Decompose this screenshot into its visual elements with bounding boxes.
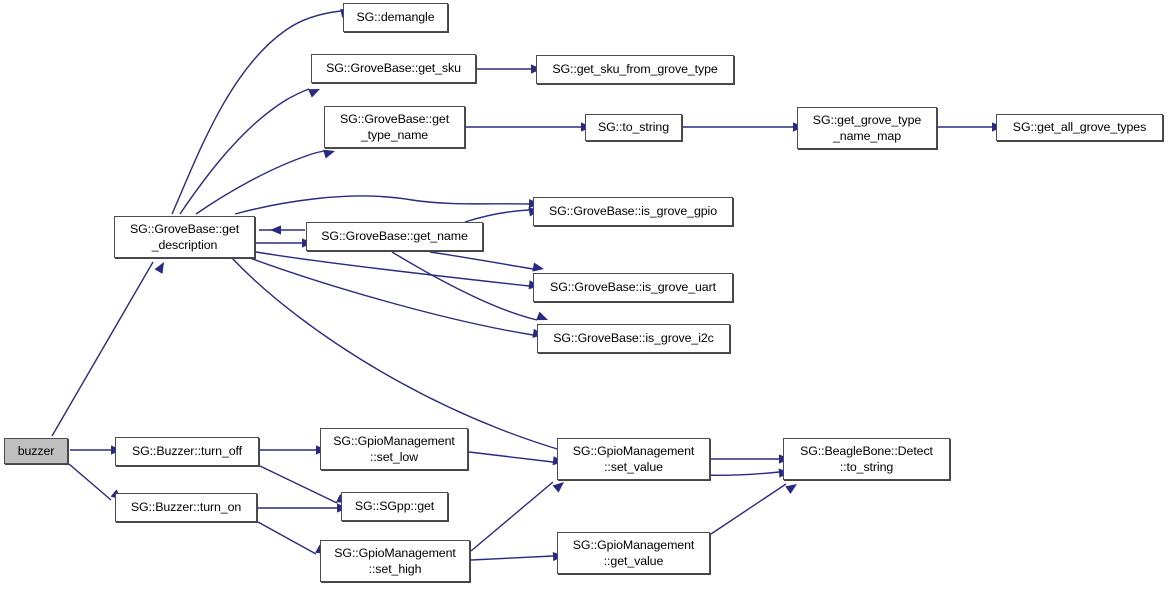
graph-node-to_string_sg[interactable]: SG::to_string [585, 114, 682, 141]
edge-arrowhead [270, 225, 281, 235]
graph-node-set_low[interactable]: SG::GpioManagement ::set_low [320, 428, 468, 470]
graph-edge-set_high-to-set_value [470, 481, 564, 552]
graph-node-get_name[interactable]: SG::GroveBase::get_name [306, 222, 483, 251]
graph-node-label: SG::demangle [356, 10, 435, 25]
graph-node-label: SG::GpioManagement ::get_value [572, 537, 695, 569]
graph-edge-buzzer-to-get_description [51, 261, 164, 437]
graph-node-label: SG::GroveBase::get _type_name [339, 111, 450, 143]
graph-node-get_sku[interactable]: SG::GroveBase::get_sku [311, 54, 476, 83]
graph-node-label: buzzer [17, 443, 55, 458]
graph-node-get_all_grove_types[interactable]: SG::get_all_grove_types [996, 114, 1163, 141]
graph-node-get_type_name[interactable]: SG::GroveBase::get _type_name [324, 106, 465, 148]
graph-node-demangle[interactable]: SG::demangle [343, 3, 448, 32]
graph-node-label: SG::get_sku_from_grove_type [552, 62, 718, 77]
graph-node-buzzer[interactable]: buzzer [4, 438, 68, 464]
graph-node-label: SG::GroveBase::get _description [129, 221, 240, 253]
graph-node-set_high[interactable]: SG::GpioManagement ::set_high [320, 540, 470, 582]
graph-node-get_grove_type_map[interactable]: SG::get_grove_type _name_map [797, 107, 937, 149]
graph-node-is_grove_gpio[interactable]: SG::GroveBase::is_grove_gpio [533, 197, 733, 226]
graph-edge-get_name-to-is_grove_uart [429, 251, 544, 272]
graph-node-get_value[interactable]: SG::GpioManagement ::get_value [557, 532, 710, 574]
graph-node-label: SG::GroveBase::get_name [321, 229, 468, 244]
graph-node-is_grove_i2c[interactable]: SG::GroveBase::is_grove_i2c [537, 324, 730, 353]
edge-arrowhead [536, 311, 548, 321]
graph-node-turn_on[interactable]: SG::Buzzer::turn_on [115, 493, 257, 522]
graph-edge-get_description-to-get_type_name [195, 149, 335, 215]
graph-node-set_value[interactable]: SG::GpioManagement ::set_value [557, 438, 710, 480]
graph-node-label: SG::to_string [597, 120, 669, 135]
graph-node-get_description[interactable]: SG::GroveBase::get _description [114, 216, 255, 258]
graph-node-label: SG::GpioManagement ::set_value [572, 443, 695, 475]
edge-arrowhead [154, 262, 164, 274]
graph-edge-get_name-to-get_description [259, 225, 305, 235]
graph-node-label: SG::Buzzer::turn_on [130, 500, 242, 515]
graph-node-is_grove_uart[interactable]: SG::GroveBase::is_grove_uart [533, 273, 733, 302]
graph-node-label: SG::get_grove_type _name_map [812, 112, 922, 144]
graph-node-label: SG::GroveBase::is_grove_uart [550, 280, 716, 295]
edge-arrowhead [323, 149, 335, 159]
edge-arrowhead [552, 482, 564, 493]
edge-arrowhead [785, 484, 797, 494]
graph-node-bb_to_string[interactable]: SG::BeagleBone::Detect ::to_string [783, 438, 950, 480]
graph-edge-get_value-to-bb_to_string [710, 483, 797, 535]
graph-node-label: SG::GroveBase::is_grove_gpio [548, 204, 717, 219]
graph-node-label: SG::GpioManagement ::set_low [333, 433, 455, 465]
graph-node-label: SG::SGpp::get [354, 499, 435, 514]
graph-node-label: SG::GpioManagement ::set_high [334, 545, 456, 577]
graph-node-get_sku_from_grove[interactable]: SG::get_sku_from_grove_type [536, 55, 734, 84]
graph-edge-get_name-to-is_grove_i2c [391, 251, 548, 321]
edge-arrowhead [532, 262, 544, 272]
graph-node-turn_off[interactable]: SG::Buzzer::turn_off [115, 437, 259, 466]
graph-node-sgpp_get[interactable]: SG::SGpp::get [341, 492, 448, 521]
graph-node-label: SG::GroveBase::get_sku [326, 61, 461, 76]
graph-node-label: SG::get_all_grove_types [1012, 120, 1147, 135]
graph-node-label: SG::Buzzer::turn_off [131, 444, 243, 459]
graph-node-label: SG::BeagleBone::Detect ::to_string [800, 443, 933, 475]
graph-node-label: SG::GroveBase::is_grove_i2c [553, 331, 714, 346]
graph-edge-get_description-to-get_sku [179, 88, 320, 215]
edge-arrowhead [308, 89, 320, 98]
